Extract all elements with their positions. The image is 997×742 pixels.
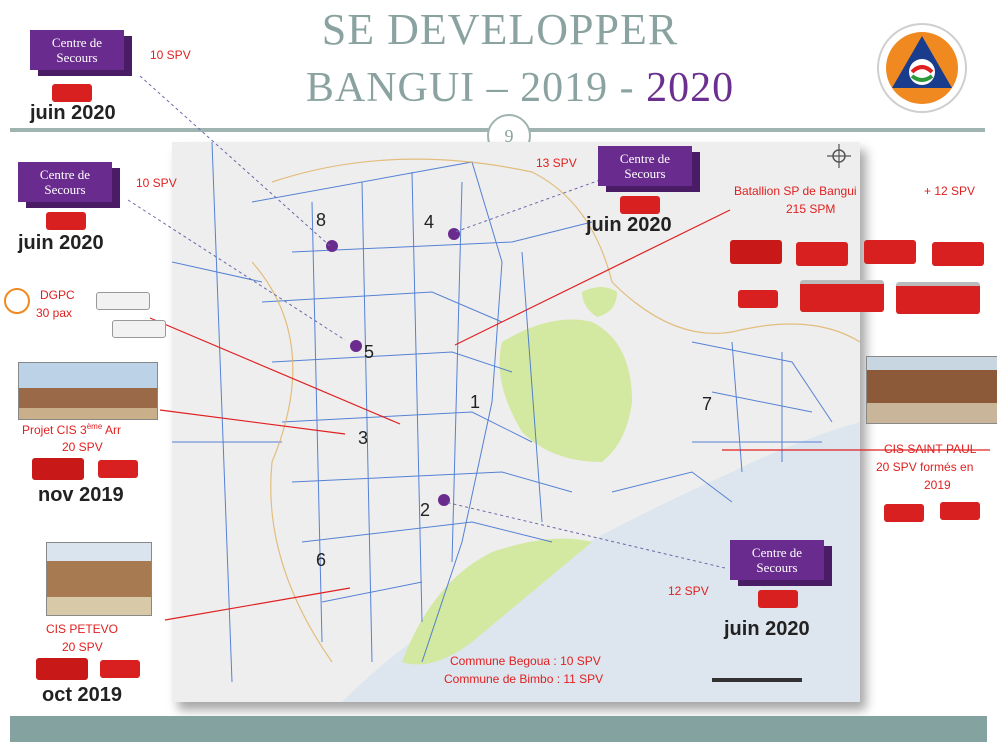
cis-saint-paul-line-1: CIS SAINT-PAUL	[884, 442, 977, 456]
title-line-2-main: BANGUI – 2019 -	[305, 65, 647, 111]
cis-petevo-line-1: CIS PETEVO	[46, 622, 119, 636]
dgpc-line-1: DGPC	[40, 288, 75, 302]
fire-truck-icon	[730, 240, 782, 264]
building-photo	[18, 362, 158, 420]
ladder-truck-icon	[896, 282, 980, 314]
centre-date: juin 2020	[724, 618, 810, 640]
projet-cis-text: Projet CIS 3	[22, 423, 87, 437]
district-label-7: 7	[702, 394, 713, 414]
building-photo	[866, 356, 997, 424]
title-line-2-highlight: 2020	[646, 65, 735, 111]
fire-truck-icon	[36, 658, 88, 680]
centre-spv: 10 SPV	[150, 48, 191, 62]
fire-truck-icon	[884, 504, 924, 522]
projet-cis-line-2: 20 SPV	[62, 440, 103, 454]
cis-petevo-date: oct 2019	[42, 684, 123, 706]
centre-date: juin 2020	[18, 232, 104, 254]
centre-secours-label: Centre de Secours	[730, 540, 824, 580]
district-label-5: 5	[364, 342, 375, 362]
centre-spv: 12 SPV	[668, 584, 709, 598]
centre-secours-label: Centre de Secours	[18, 162, 112, 202]
fire-truck-icon	[758, 590, 798, 608]
district-label-6: 6	[316, 550, 327, 570]
projet-cis-date: nov 2019	[38, 484, 124, 506]
communes-line-1: Commune Begoua : 10 SPV	[450, 654, 601, 668]
centre-spv: 10 SPV	[136, 176, 177, 190]
title-line-1: SE DEVELOPPER	[321, 5, 679, 54]
fire-truck-icon	[98, 460, 138, 478]
fire-truck-icon	[738, 290, 778, 308]
centre-date: juin 2020	[586, 214, 672, 236]
cis-petevo-line-2: 20 SPV	[62, 640, 103, 654]
fire-truck-icon	[932, 242, 984, 266]
communes-line-2: Commune de Bimbo : 11 SPV	[444, 672, 604, 686]
district-label-8: 8	[316, 210, 327, 230]
centre-secours-label: Centre de Secours	[30, 30, 124, 70]
building-photo	[46, 542, 152, 616]
fire-truck-icon	[864, 240, 916, 264]
footer-bar	[10, 716, 987, 742]
ladder-truck-icon	[800, 280, 884, 312]
pickup-icon	[96, 292, 150, 310]
fire-truck-icon	[940, 502, 980, 520]
district-label-3: 3	[358, 428, 369, 448]
projet-cis-sup: ème	[86, 422, 103, 431]
fire-truck-icon	[620, 196, 660, 214]
civil-protection-logo	[876, 22, 968, 114]
fire-truck-icon	[52, 84, 92, 102]
centre-secours-label: Centre de Secours	[598, 146, 692, 186]
centre-marker	[326, 240, 338, 252]
pickup-icon	[112, 320, 166, 338]
compass-icon	[827, 144, 851, 168]
fire-truck-icon	[32, 458, 84, 480]
bataillon-line-2: 215 SPM	[786, 202, 836, 216]
fire-truck-icon	[100, 660, 140, 678]
fire-truck-icon	[796, 242, 848, 266]
centre-spv: 13 SPV	[536, 156, 577, 170]
projet-cis-text-b: Arr	[102, 423, 121, 437]
title-line-2: BANGUI – 2019 - 2020	[240, 62, 800, 114]
centre-marker	[448, 228, 460, 240]
centre-marker	[438, 494, 450, 506]
district-label-1: 1	[470, 392, 481, 412]
district-label-2: 2	[420, 500, 431, 520]
dgpc-marker-icon	[4, 288, 30, 314]
district-label-4: 4	[424, 212, 435, 232]
bataillon-line-1: Batallion SP de Bangui	[734, 184, 857, 198]
projet-cis-line-1: Projet CIS 3ème Arr	[22, 422, 121, 437]
fire-truck-icon	[46, 212, 86, 230]
centre-marker	[350, 340, 362, 352]
centre-date: juin 2020	[30, 102, 116, 124]
cis-saint-paul-line-3: 2019	[924, 478, 951, 492]
cis-saint-paul-line-2: 20 SPV formés en	[876, 460, 974, 474]
bataillon-extra: + 12 SPV	[924, 184, 976, 198]
dgpc-line-2: 30 pax	[36, 306, 73, 320]
